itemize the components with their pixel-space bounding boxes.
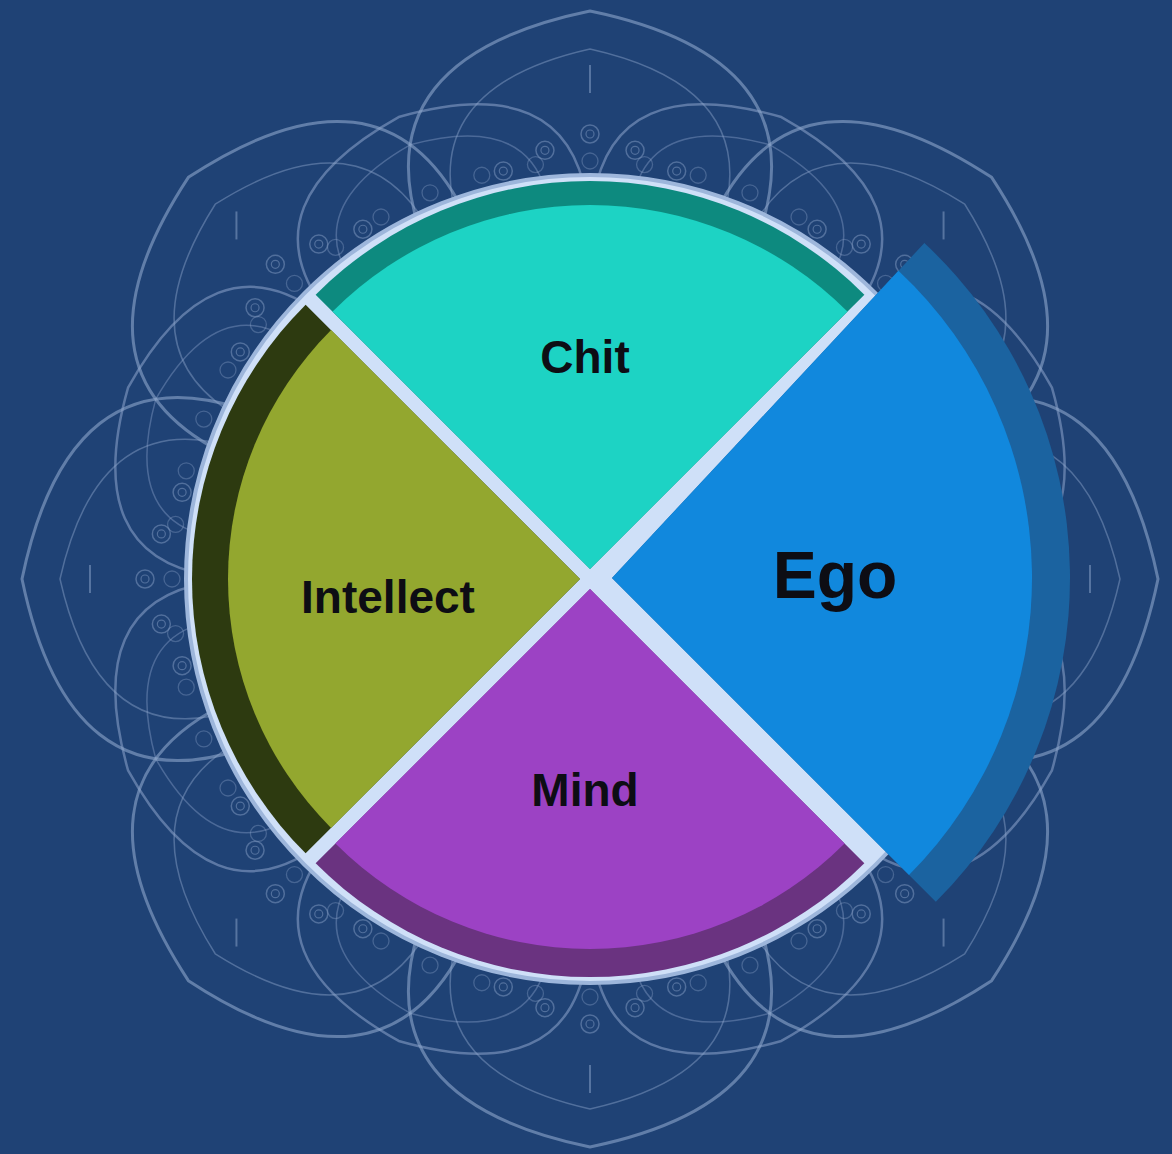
wedge-label: Chit — [540, 332, 629, 383]
wedge-label: Intellect — [301, 572, 475, 623]
wedge-label: Ego — [773, 539, 898, 612]
mind-wedge: Mind — [305, 580, 875, 985]
wedge-label: Mind — [531, 765, 638, 816]
